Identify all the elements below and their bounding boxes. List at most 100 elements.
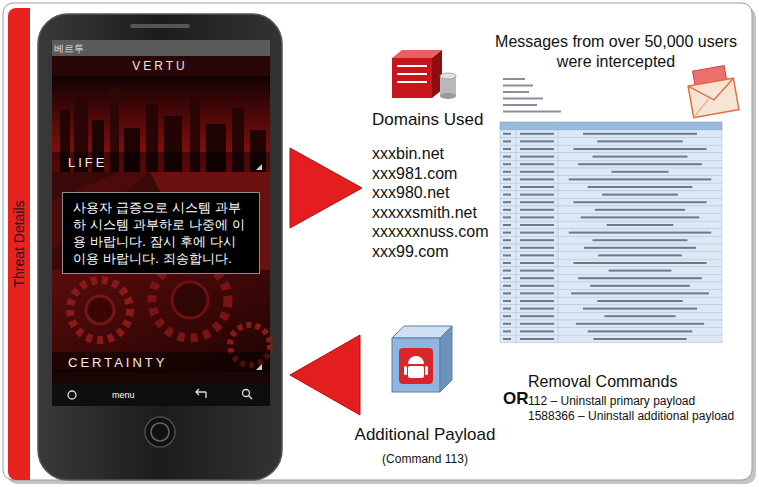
domains-group-item: xxx980.net xyxy=(372,183,488,203)
payload-group-text: Additional Payload xyxy=(350,425,500,445)
table-cell-text xyxy=(574,201,707,203)
table-cell-text xyxy=(520,133,554,135)
table-cell-text xyxy=(503,262,511,264)
table-row xyxy=(500,130,722,138)
server-icon-part xyxy=(397,73,427,75)
table-row xyxy=(500,335,722,343)
server-icon-part xyxy=(440,93,456,99)
table-cell-text xyxy=(520,186,554,188)
table-cell-text xyxy=(520,239,554,241)
table-row xyxy=(500,229,722,237)
table-cell-text xyxy=(503,133,511,135)
table-row xyxy=(500,259,722,267)
table-cell-text xyxy=(520,285,554,287)
table-cell-text xyxy=(520,315,554,317)
error-dialog-text: 사용자 급증으로 시스템 과부하 시스템 과부하로 나중에 이용 바랍니다. 잠… xyxy=(73,199,249,267)
table-cell-text xyxy=(590,285,690,287)
phone-item: LIFE xyxy=(68,155,107,170)
payload-group-item: (Command 113) xyxy=(350,452,500,466)
table-cell-text xyxy=(520,178,554,180)
server-icon-part xyxy=(440,73,456,79)
table-cell-text xyxy=(503,300,511,302)
phone-item: VERTU xyxy=(38,59,282,73)
table-cell-text xyxy=(503,292,511,294)
server-icon-part xyxy=(392,58,432,98)
table-row xyxy=(500,305,722,313)
table-cell-text xyxy=(584,247,696,249)
table-cell-text xyxy=(520,262,554,264)
removal-group-item: 1588366 – Uninstall additional payload xyxy=(528,409,734,424)
table-row xyxy=(500,274,722,282)
phone-illustration-part xyxy=(196,389,206,398)
table-cell-text xyxy=(593,338,686,340)
table-cell-text xyxy=(503,156,511,158)
table-cell-text xyxy=(520,277,554,279)
table-cell-text xyxy=(609,270,672,272)
table-cell-text xyxy=(503,247,511,249)
table-cell-text xyxy=(503,277,511,279)
table-cell-text xyxy=(588,186,693,188)
table-cell-text xyxy=(520,308,554,310)
table-cell-text xyxy=(503,194,511,196)
table-row xyxy=(500,282,722,290)
table-cell-text xyxy=(520,216,554,218)
table-cell-text xyxy=(503,308,511,310)
table-cell-text xyxy=(503,254,511,256)
phone-item: menu xyxy=(112,390,135,400)
table-cell-text xyxy=(520,270,554,272)
table-cell-text xyxy=(583,308,697,310)
table-cell-text xyxy=(503,224,511,226)
threat-band: Threat Details xyxy=(8,8,30,480)
phone-illustration-part xyxy=(172,282,208,318)
payload-group: Additional Payload (Command 113) xyxy=(350,322,500,466)
table-cell-text xyxy=(503,338,511,340)
table-header-text xyxy=(503,85,533,87)
table-cell-text xyxy=(595,209,685,211)
table-cell-text xyxy=(520,224,554,226)
removal-group: Removal Commands 112 – Uninstall primary … xyxy=(528,372,734,424)
table-cell-text xyxy=(604,315,675,317)
domains-group: Domains Usedxxxbin.netxxx981.comxxx980.n… xyxy=(372,110,488,261)
table-cell-text xyxy=(503,239,511,241)
table-row xyxy=(500,221,722,229)
table-header-text xyxy=(503,98,543,100)
outer-frame-part xyxy=(3,3,752,480)
error-dialog: 사용자 급증으로 시스템 과부하 시스템 과부하로 나중에 이용 바랍니다. 잠… xyxy=(62,192,260,274)
flow-arrow xyxy=(290,335,360,415)
table-row xyxy=(500,183,722,191)
table-row xyxy=(500,138,722,146)
table-cell-text xyxy=(578,277,702,279)
table-head-row xyxy=(500,122,722,130)
phone-illustration-part xyxy=(52,40,270,385)
intercepted-messages-table xyxy=(500,74,722,343)
phone-illustration-part xyxy=(38,14,282,480)
table-row xyxy=(500,191,722,199)
server-icon xyxy=(392,50,456,99)
table-row xyxy=(500,214,722,222)
table-cell-text xyxy=(520,148,554,150)
table-cell-text xyxy=(503,330,511,332)
domains-group-item: xxxxxsmith.net xyxy=(372,203,488,223)
table-row xyxy=(500,198,722,206)
table-row xyxy=(500,297,722,305)
phone-illustration-part xyxy=(256,364,262,370)
envelope-icon-part xyxy=(691,99,712,118)
table-cell-text xyxy=(593,239,688,241)
threat-band-text: Threat Details xyxy=(11,200,27,287)
phone-illustration-part xyxy=(52,152,270,172)
table-cell-text xyxy=(569,178,712,180)
table-row xyxy=(500,267,722,275)
payload-icon-part xyxy=(440,326,452,392)
phone-illustration-part xyxy=(52,352,270,372)
table-cell-text xyxy=(598,254,682,256)
payload-icon-part xyxy=(425,366,428,375)
table-row xyxy=(500,160,722,168)
table-cell-text xyxy=(597,300,683,302)
phone-illustration-part xyxy=(256,164,262,170)
payload-icon-part xyxy=(408,366,424,378)
removal-group-item: 112 – Uninstall primary payload xyxy=(528,394,734,409)
table-row xyxy=(500,328,722,336)
table-cell-text xyxy=(520,194,554,196)
removal-group-text: Removal Commands xyxy=(528,372,734,391)
table-cell-text xyxy=(612,171,669,173)
